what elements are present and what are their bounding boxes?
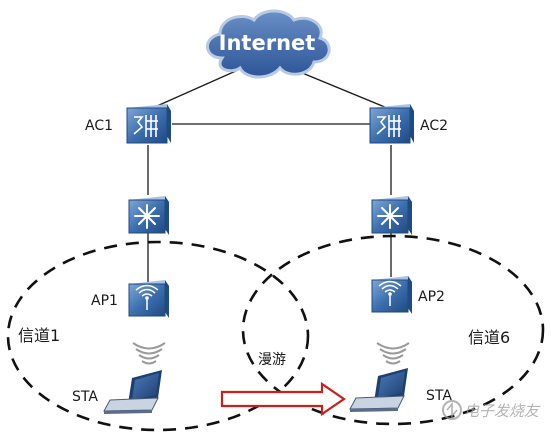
ap2-access-point-icon (371, 276, 412, 314)
sta-left-label: STA (72, 389, 98, 405)
ap1-label: AP1 (91, 293, 118, 309)
roaming-arrow-icon (220, 381, 346, 417)
channel-1-label: 信道1 (18, 326, 60, 345)
ac1-controller-icon (126, 104, 171, 144)
ap1-access-point-icon (128, 280, 169, 318)
sta-right-label: STA (426, 388, 452, 404)
channel-6-label: 信道6 (468, 328, 510, 347)
link-internet-ac1 (147, 69, 239, 111)
internet-label: Internet (219, 31, 316, 55)
switch-1-icon (128, 196, 169, 235)
switch-2-icon (371, 196, 412, 235)
watermark-logo-icon (442, 400, 462, 420)
ac1-label: AC1 (85, 118, 113, 134)
ac2-controller-icon (369, 104, 414, 144)
laptop-sta-right-icon (349, 368, 408, 412)
roaming-label: 漫游 (258, 352, 286, 368)
wireless-signal-1-icon (132, 342, 166, 365)
coverage-area-channel-1 (6, 240, 310, 432)
coverage-area-channel-6 (241, 234, 545, 426)
link-internet-ac2 (294, 69, 393, 111)
laptop-sta-left-icon (103, 370, 162, 414)
watermark: 电子发烧友 (442, 400, 541, 420)
network-links (147, 69, 393, 282)
internet-cloud-icon: Internet (206, 9, 331, 79)
ac2-label: AC2 (420, 118, 448, 134)
ap2-label: AP2 (418, 289, 445, 305)
watermark-text: 电子发烧友 (464, 402, 541, 420)
wireless-signal-2-icon (376, 342, 410, 365)
